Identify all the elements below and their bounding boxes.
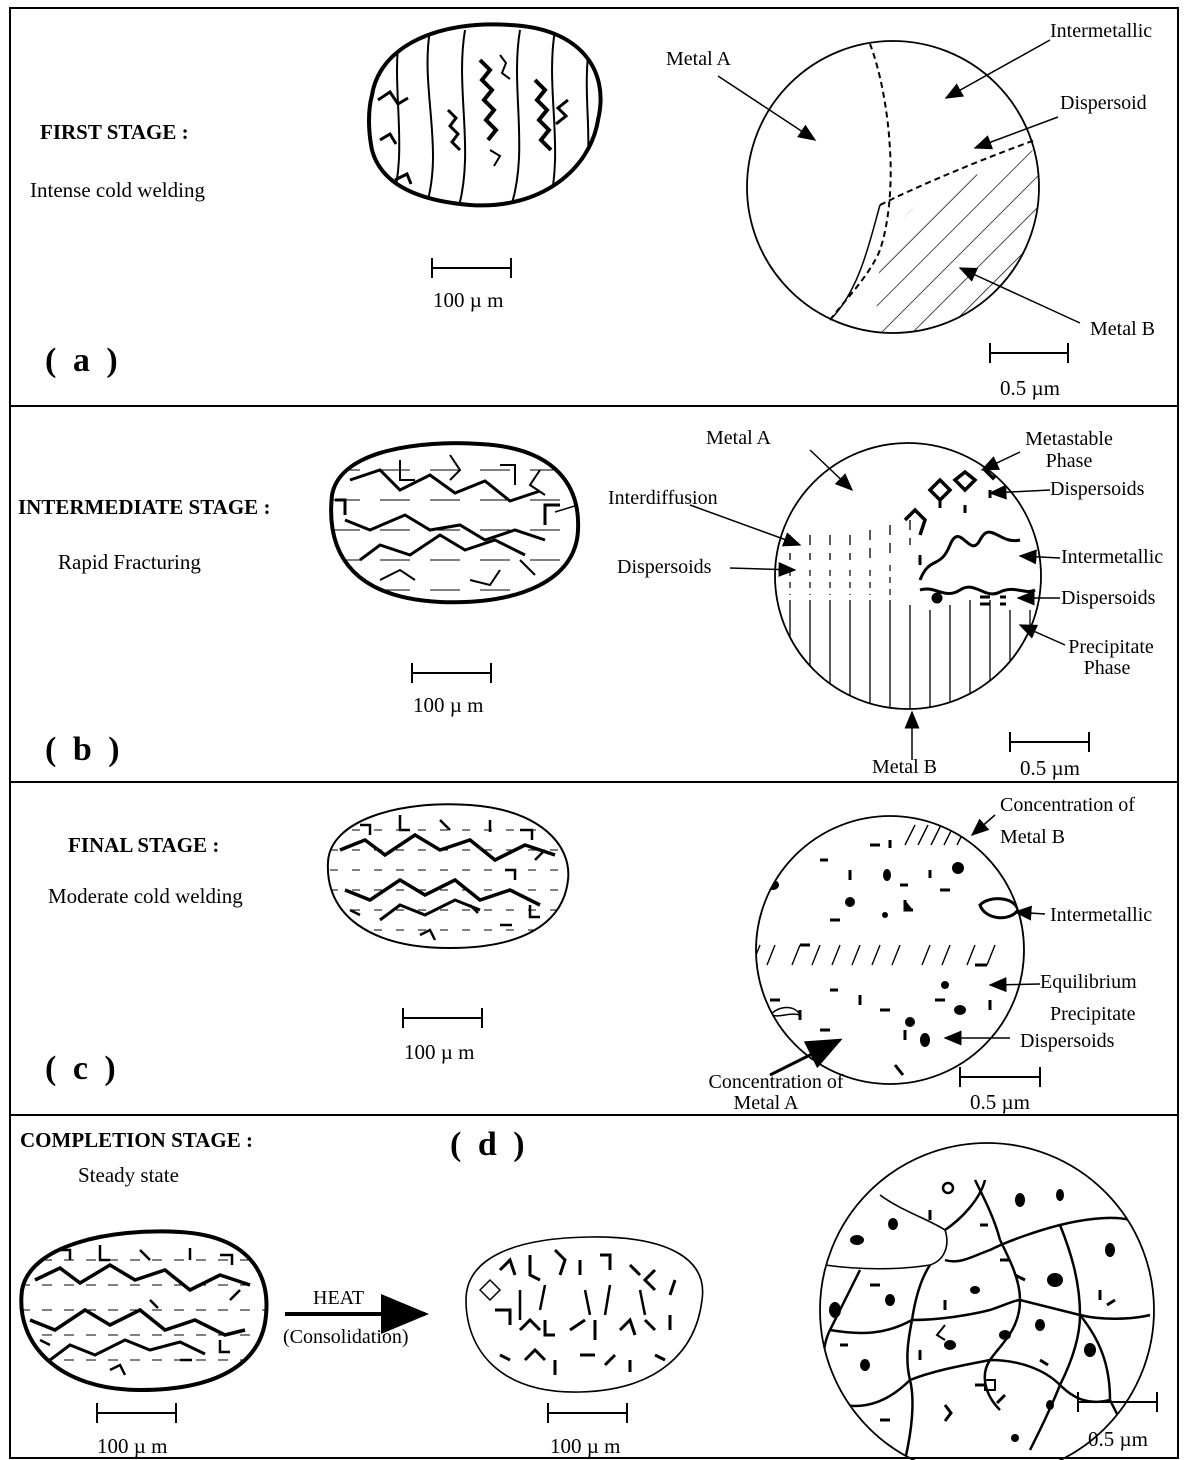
scale-bar-c-micro [960, 1067, 1040, 1087]
scale-bar-a-particle [432, 258, 511, 278]
scale-label-c-particle: 100 µ m [404, 1040, 474, 1065]
label-metal-a-a: Metal A [666, 48, 731, 71]
label-intermetallic-a: Intermetallic [1050, 20, 1152, 43]
callout-arrows-b [690, 450, 1065, 760]
label-metastable-2-b: Phase [1046, 450, 1093, 473]
scale-bar-b-particle [412, 663, 491, 683]
stage-desc-b: Rapid Fracturing [58, 550, 201, 575]
label-dispersoids-c: Dispersoids [1020, 1030, 1114, 1053]
scale-label-d-particle-2: 100 µ m [550, 1434, 620, 1459]
label-conc-b-1-c: Concentration of [1000, 794, 1135, 817]
label-conc-a-1-c: Concentration of [709, 1071, 844, 1094]
label-conc-a-2-c: Metal A [734, 1092, 799, 1115]
scale-bar-d-particle-1 [97, 1403, 176, 1423]
stage-title-a: FIRST STAGE : [40, 120, 189, 145]
particle-d-before [20, 1231, 270, 1390]
scale-bar-c-particle [403, 1008, 482, 1028]
micro-circle-c [752, 815, 1024, 1084]
panel-letter-d: ( d ) [450, 1126, 529, 1164]
scale-label-a-particle: 100 µ m [433, 288, 503, 313]
particle-a [369, 24, 601, 210]
scale-bar-d-micro [1078, 1392, 1157, 1412]
stage-title-b: INTERMEDIATE STAGE : [18, 495, 270, 520]
scale-label-b-particle: 100 µ m [413, 693, 483, 718]
label-heat-d: HEAT [313, 1287, 364, 1310]
stage-desc-a: Intense cold welding [30, 178, 205, 203]
label-consolidation-d: (Consolidation) [283, 1326, 409, 1349]
scale-bar-b-micro [1010, 732, 1089, 752]
particle-b [330, 443, 580, 602]
micro-circle-d [820, 1143, 1154, 1460]
panel-letter-a: ( a ) [45, 342, 122, 380]
label-dispersoids-top-b: Dispersoids [1050, 478, 1144, 501]
scale-label-d-micro: 0.5 µm [1088, 1427, 1148, 1452]
label-metal-b-b: Metal B [872, 756, 937, 779]
micro-circle-b [770, 443, 1041, 720]
label-equil-2-c: Precipitate [1050, 1003, 1136, 1026]
label-metastable-1-b: Metastable [1025, 428, 1113, 451]
label-intermetallic-c: Intermetallic [1050, 904, 1152, 927]
panel-letter-b: ( b ) [45, 731, 124, 769]
label-metal-a-b: Metal A [706, 427, 771, 450]
label-conc-b-2-c: Metal B [1000, 826, 1065, 849]
stage-desc-d: Steady state [78, 1163, 179, 1188]
stage-title-d: COMPLETION STAGE : [20, 1128, 253, 1153]
scale-label-c-micro: 0.5 µm [970, 1090, 1030, 1115]
label-interdiffusion-b: Interdiffusion [608, 487, 718, 510]
panel-letter-c: ( c ) [45, 1050, 120, 1088]
particle-d-after [466, 1237, 703, 1392]
stage-title-c: FINAL STAGE : [68, 833, 219, 858]
label-dispersoids-right-b: Dispersoids [1061, 587, 1155, 610]
label-equil-1-c: Equilibrium [1040, 971, 1137, 994]
scale-bar-a-micro [990, 343, 1068, 363]
label-metal-b-a: Metal B [1090, 318, 1155, 341]
micro-circle-a [740, 30, 1060, 360]
scale-label-a-micro: 0.5 µm [1000, 376, 1060, 401]
scale-bar-d-particle-2 [548, 1403, 627, 1423]
particle-c [328, 804, 570, 948]
label-dispersoids-left-b: Dispersoids [617, 556, 711, 579]
scale-label-d-particle-1: 100 µ m [97, 1434, 167, 1459]
scale-label-b-micro: 0.5 µm [1020, 756, 1080, 781]
label-dispersoid-a: Dispersoid [1060, 92, 1147, 115]
label-intermetallic-b: Intermetallic [1061, 546, 1163, 569]
label-precipitate-1-b: Precipitate [1068, 636, 1154, 659]
stage-desc-c: Moderate cold welding [48, 884, 243, 909]
label-precipitate-2-b: Phase [1084, 657, 1131, 680]
